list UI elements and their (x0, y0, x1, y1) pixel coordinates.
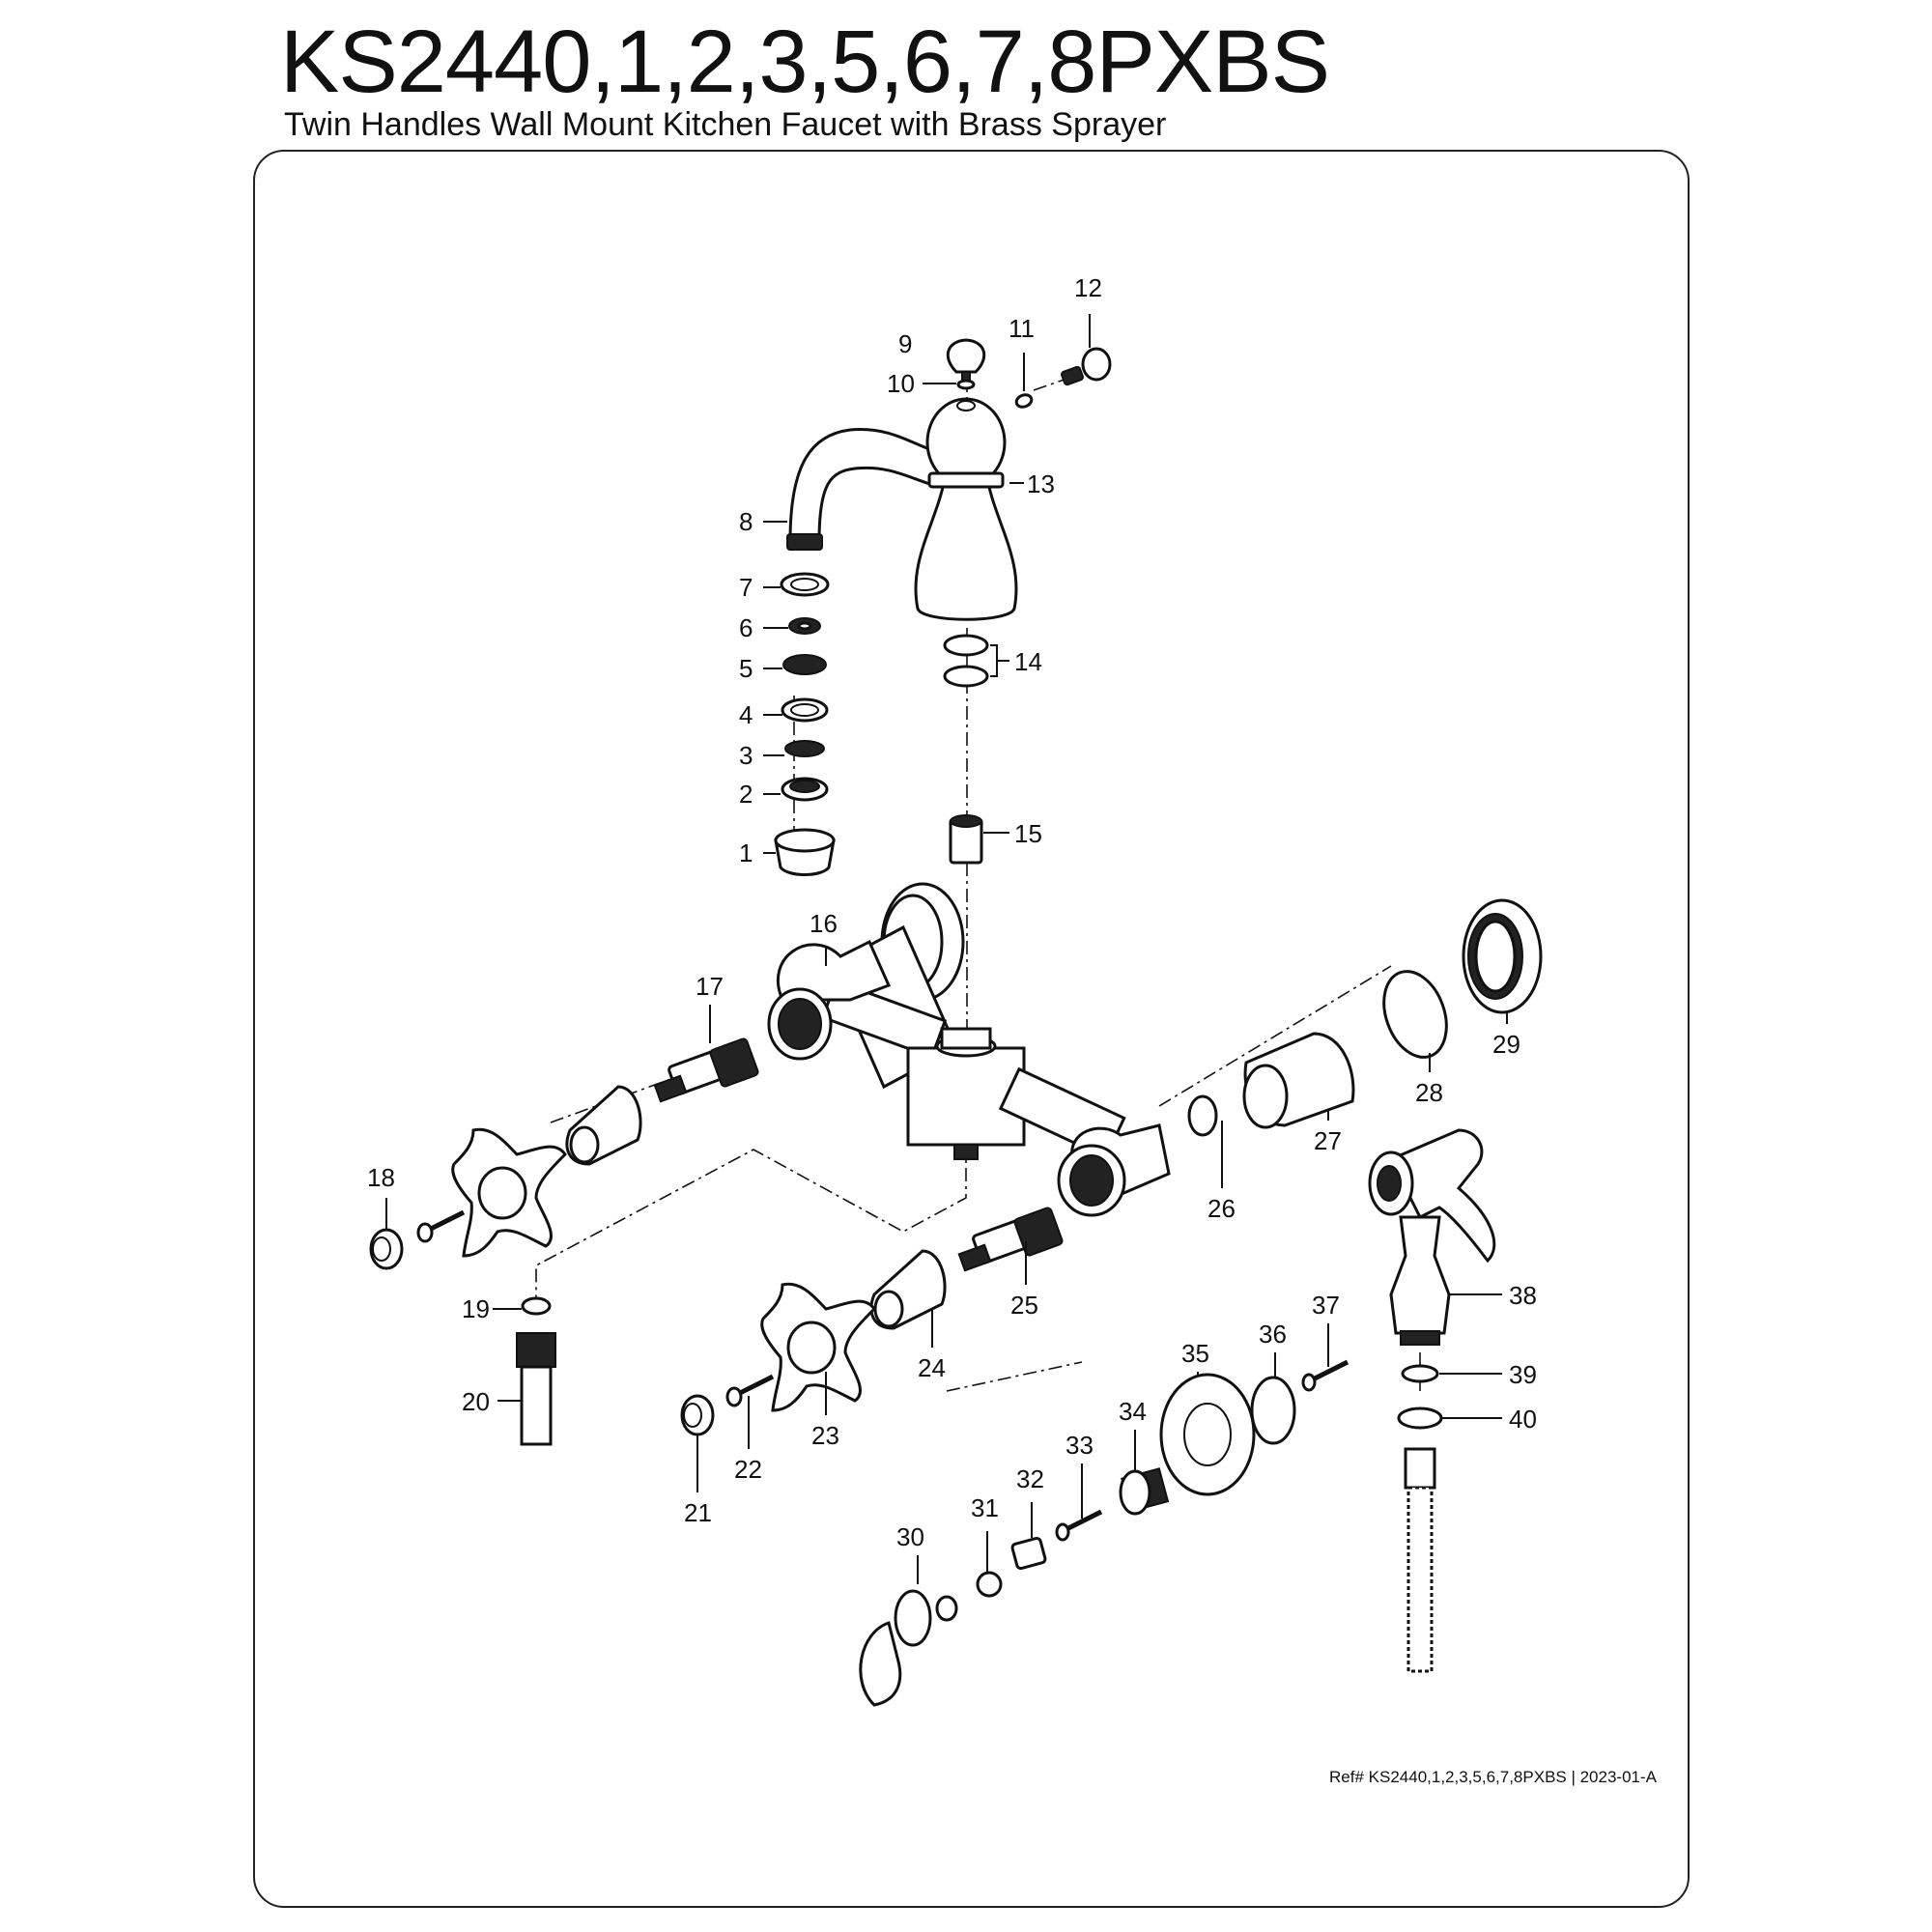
o-ring-36 (1250, 1376, 1296, 1445)
washer-39 (1401, 1364, 1439, 1383)
callout-13: 13 (1027, 469, 1055, 498)
washer-26 (1187, 1094, 1218, 1137)
callout-28: 28 (1415, 1078, 1443, 1107)
callout-11: 11 (1009, 314, 1035, 343)
callout-39: 39 (1509, 1360, 1537, 1389)
o-ring-11 (1014, 393, 1034, 409)
faucet-body (820, 882, 1126, 1160)
callout-37: 37 (1312, 1291, 1340, 1320)
screw-left (416, 1209, 466, 1243)
callout-21: 21 (684, 1498, 712, 1527)
callout-17: 17 (696, 972, 724, 1001)
callout-25: 25 (1010, 1291, 1038, 1320)
o-ring-14b (943, 665, 989, 688)
page-subtitle: Twin Handles Wall Mount Kitchen Faucet w… (284, 106, 1167, 143)
washer-19 (521, 1296, 552, 1316)
callout-14: 14 (1014, 647, 1042, 676)
page-title: KS2440,1,2,3,5,6,7,8PXBS (280, 13, 1330, 111)
screw-22 (725, 1374, 775, 1407)
aerator-stack (774, 572, 836, 876)
callout-3: 3 (739, 741, 753, 770)
callout-27: 27 (1314, 1126, 1342, 1155)
side-cap (1061, 347, 1112, 386)
callout-8: 8 (739, 507, 753, 536)
cross-handle-left (451, 1127, 567, 1258)
flange-29 (1462, 898, 1543, 1014)
callout-20: 20 (462, 1387, 490, 1416)
callout-leaders (385, 314, 1508, 1584)
callout-31: 31 (971, 1493, 999, 1522)
cap-31 (976, 1571, 1003, 1598)
union-16 (767, 939, 892, 1061)
diagram-frame (253, 150, 1690, 1908)
index-button-21 (680, 1394, 715, 1436)
callout-7: 7 (739, 573, 753, 602)
o-ring-14a (943, 634, 989, 657)
callout-labels: 1 2 3 4 5 6 7 8 9 10 11 12 13 14 15 16 1… (367, 273, 1537, 1551)
sleeve-left (565, 1085, 642, 1166)
washer-10 (956, 379, 976, 390)
sprayer-hose (1404, 1447, 1436, 1673)
callout-22: 22 (734, 1455, 762, 1484)
reference-number: Ref# KS2440,1,2,3,5,6,7,8PXBS | 2023-01-… (1329, 1768, 1657, 1786)
cartridge-17 (653, 1037, 759, 1103)
callout-33: 33 (1065, 1431, 1094, 1460)
cartridge-25 (957, 1207, 1064, 1272)
callout-23: 23 (811, 1421, 839, 1450)
callout-19: 19 (462, 1294, 490, 1323)
callout-12: 12 (1074, 273, 1102, 302)
nut-32 (1010, 1536, 1047, 1571)
callout-10: 10 (887, 369, 915, 398)
flange-35 (1159, 1373, 1256, 1496)
screw-33 (1055, 1509, 1103, 1542)
callout-6: 6 (739, 613, 753, 642)
callout-24: 24 (918, 1353, 946, 1382)
spout-nut (949, 814, 983, 865)
adapter-20 (516, 1332, 556, 1446)
spout-hub (914, 397, 1018, 621)
o-ring-28 (1382, 970, 1448, 1059)
callout-26: 26 (1208, 1194, 1236, 1223)
callout-32: 32 (1016, 1464, 1044, 1493)
callout-2: 2 (739, 780, 753, 809)
callout-29: 29 (1492, 1030, 1520, 1059)
sleeve-24 (869, 1249, 947, 1330)
callout-15: 15 (1014, 819, 1042, 848)
callout-5: 5 (739, 654, 753, 683)
adapter-34 (1119, 1467, 1170, 1516)
top-knob (946, 338, 986, 386)
screw-37 (1301, 1359, 1350, 1392)
callout-1: 1 (739, 838, 753, 867)
sprayer-38 (1368, 1128, 1496, 1346)
callout-40: 40 (1509, 1405, 1537, 1434)
washer-40 (1397, 1406, 1443, 1430)
union-right (1057, 1123, 1171, 1217)
cross-handle-23 (760, 1282, 876, 1412)
callout-9: 9 (898, 329, 912, 358)
callout-18: 18 (367, 1163, 395, 1192)
callout-36: 36 (1259, 1320, 1287, 1349)
bracket-30 (859, 1589, 958, 1707)
nut-27 (1242, 1032, 1355, 1129)
index-button-18 (369, 1228, 404, 1270)
callout-4: 4 (739, 700, 753, 729)
callout-34: 34 (1119, 1397, 1147, 1426)
callout-38: 38 (1509, 1281, 1537, 1310)
callout-30: 30 (896, 1522, 924, 1551)
callout-35: 35 (1181, 1339, 1209, 1368)
callout-16: 16 (810, 909, 838, 938)
